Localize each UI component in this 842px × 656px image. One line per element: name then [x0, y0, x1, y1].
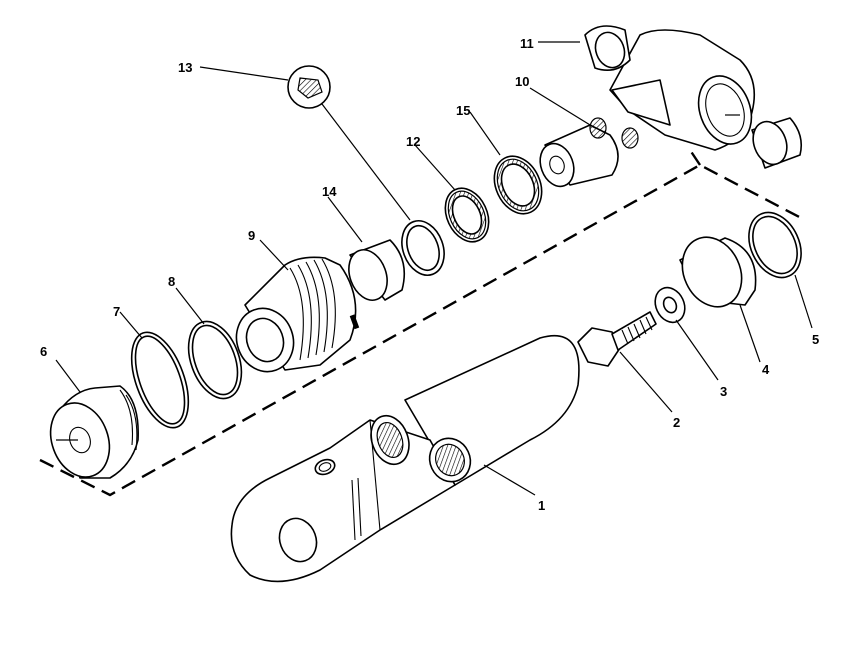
callout-3: 3 [720, 384, 727, 399]
part-8-ring [187, 320, 243, 400]
part-12-ring [444, 187, 490, 243]
leader-lines [55, 41, 813, 496]
callout-8: 8 [168, 274, 175, 289]
part-2-bolt [577, 311, 657, 367]
callout-4: 4 [762, 362, 770, 377]
callout-10: 10 [515, 74, 529, 89]
part-15-ring [493, 155, 543, 215]
detail-13-magnified-view [287, 65, 331, 109]
part-rod-eye [609, 29, 756, 151]
callout-2: 2 [673, 415, 680, 430]
part-6-piston [49, 385, 139, 479]
callout-14: 14 [322, 184, 337, 199]
callout-5: 5 [812, 332, 819, 347]
part-3-washer [654, 286, 686, 324]
callout-1: 1 [538, 498, 545, 513]
part-4-bearing-sleeve [679, 236, 757, 308]
part-13-seal-ring [401, 220, 445, 276]
part-7-ring [130, 331, 190, 429]
part-11-bushing-top [584, 25, 631, 71]
part-5-retaining-ring [748, 211, 802, 279]
callout-7: 7 [113, 304, 120, 319]
part-1-cylinder-tube [230, 334, 580, 583]
part-10-rod-end-block [539, 117, 639, 188]
part-11-bushing-right [751, 117, 803, 169]
callout-12: 12 [406, 134, 420, 149]
part-9-cylinder-head [235, 256, 360, 373]
callout-15: 15 [456, 103, 470, 118]
assembly-boundary-dashed-line [39, 149, 806, 497]
callout-labels: 1 2 3 4 5 6 7 8 9 10 11 12 13 14 15 [40, 36, 819, 513]
callout-6: 6 [40, 344, 47, 359]
callout-9: 9 [248, 228, 255, 243]
callout-13: 13 [178, 60, 192, 75]
callout-11: 11 [520, 36, 534, 51]
part-14-sleeve [348, 239, 406, 301]
